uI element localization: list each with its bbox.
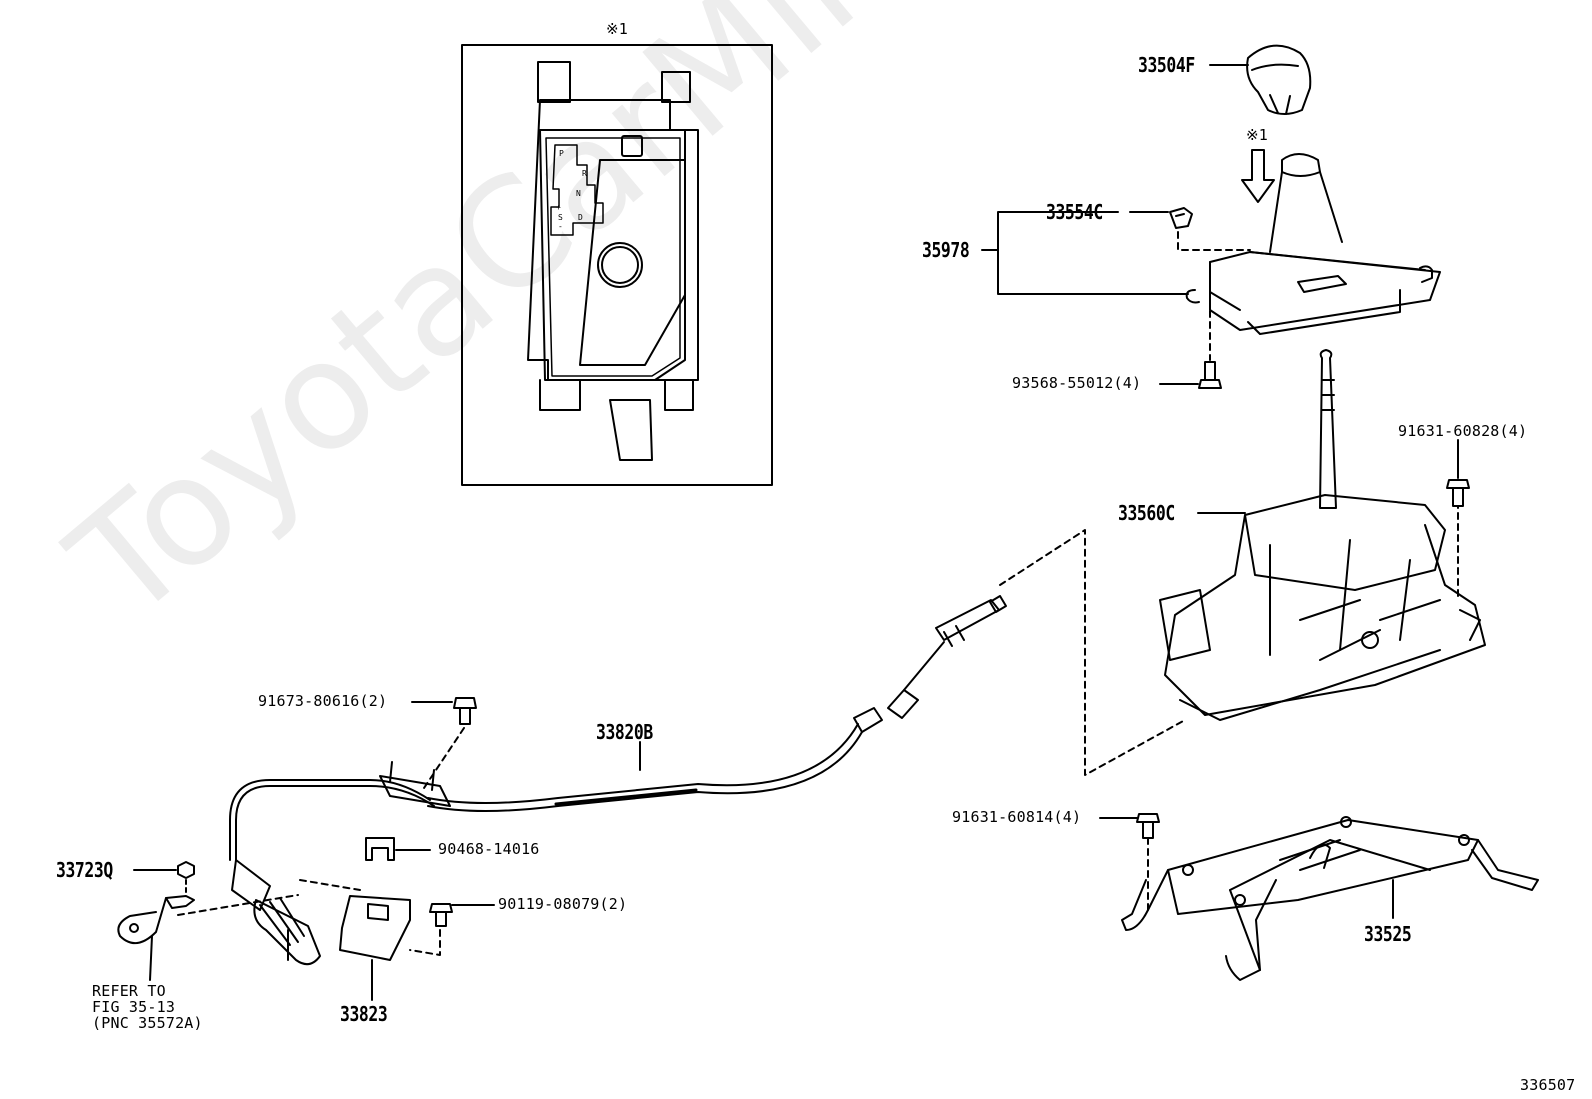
dash-bracket-left [177, 894, 299, 916]
dash-33554C [1177, 231, 1251, 251]
shift-knob [1246, 44, 1312, 115]
shift-lever-assembly [1159, 349, 1486, 721]
cable-bracket [117, 895, 195, 944]
label-33554C: 33554C [1046, 200, 1103, 224]
screw-91631-60828 [1446, 479, 1470, 507]
label-33723Q: 33723Q [56, 858, 113, 882]
gate-letter-n: N [576, 189, 581, 198]
refer-line-3: (PNC 35572A) [92, 1014, 203, 1032]
label-93568-55012: 93568-55012(4) [1012, 374, 1142, 392]
gate-letter-minus: - [558, 222, 563, 231]
label-33560C: 33560C [1118, 501, 1175, 525]
bracket-35978 [997, 211, 1189, 295]
label-33504F: 33504F [1138, 53, 1195, 77]
dash-91673 [423, 727, 465, 789]
bracket-33823 [339, 895, 411, 961]
leader-refer [149, 935, 153, 981]
base-bracket-33525 [1121, 816, 1539, 981]
label-90468-14016: 90468-14016 [438, 840, 540, 858]
shift-cable [229, 595, 1007, 966]
bolt-90119 [429, 903, 453, 927]
label-91673-80616: 91673-80616(2) [258, 692, 388, 710]
inset-shift-plate [461, 44, 773, 486]
screw-93568 [1198, 361, 1222, 389]
figure-number: 336507 [1520, 1076, 1576, 1094]
clip-33554C [1169, 207, 1193, 229]
refer-line-1: REFER TO [92, 982, 166, 1000]
view-arrow [1241, 149, 1275, 203]
label-91631-60814: 91631-60814(4) [952, 808, 1082, 826]
label-33525: 33525 [1364, 922, 1412, 946]
label-33820B: 33820B [596, 720, 653, 744]
label-90119-08079: 90119-08079(2) [498, 895, 628, 913]
label-33823: 33823 [340, 1002, 388, 1026]
gate-letter-plus: + [556, 203, 561, 212]
dash-90119 [409, 929, 441, 956]
gate-letters: P R N + S - D [556, 149, 587, 231]
inset-reference-mark: ※1 [606, 20, 628, 38]
gate-letter-p: P [559, 149, 564, 158]
dash-cable-to-base [999, 529, 1186, 776]
label-35978: 35978 [922, 238, 970, 262]
arrow-reference-mark: ※1 [1246, 126, 1268, 144]
gate-letter-s: S [558, 213, 563, 222]
screw-91631-60814 [1136, 813, 1160, 839]
nut-33723Q [177, 861, 195, 879]
refer-line-2: FIG 35-13 [92, 998, 176, 1016]
gate-letter-r: R [582, 169, 587, 178]
shift-indicator-housing [1185, 153, 1441, 335]
bolt-91673 [453, 697, 477, 725]
dash-bracket [299, 879, 361, 891]
clip-90468 [365, 837, 395, 861]
label-91631-60828: 91631-60828(4) [1398, 422, 1528, 440]
gate-letter-d: D [578, 213, 583, 222]
